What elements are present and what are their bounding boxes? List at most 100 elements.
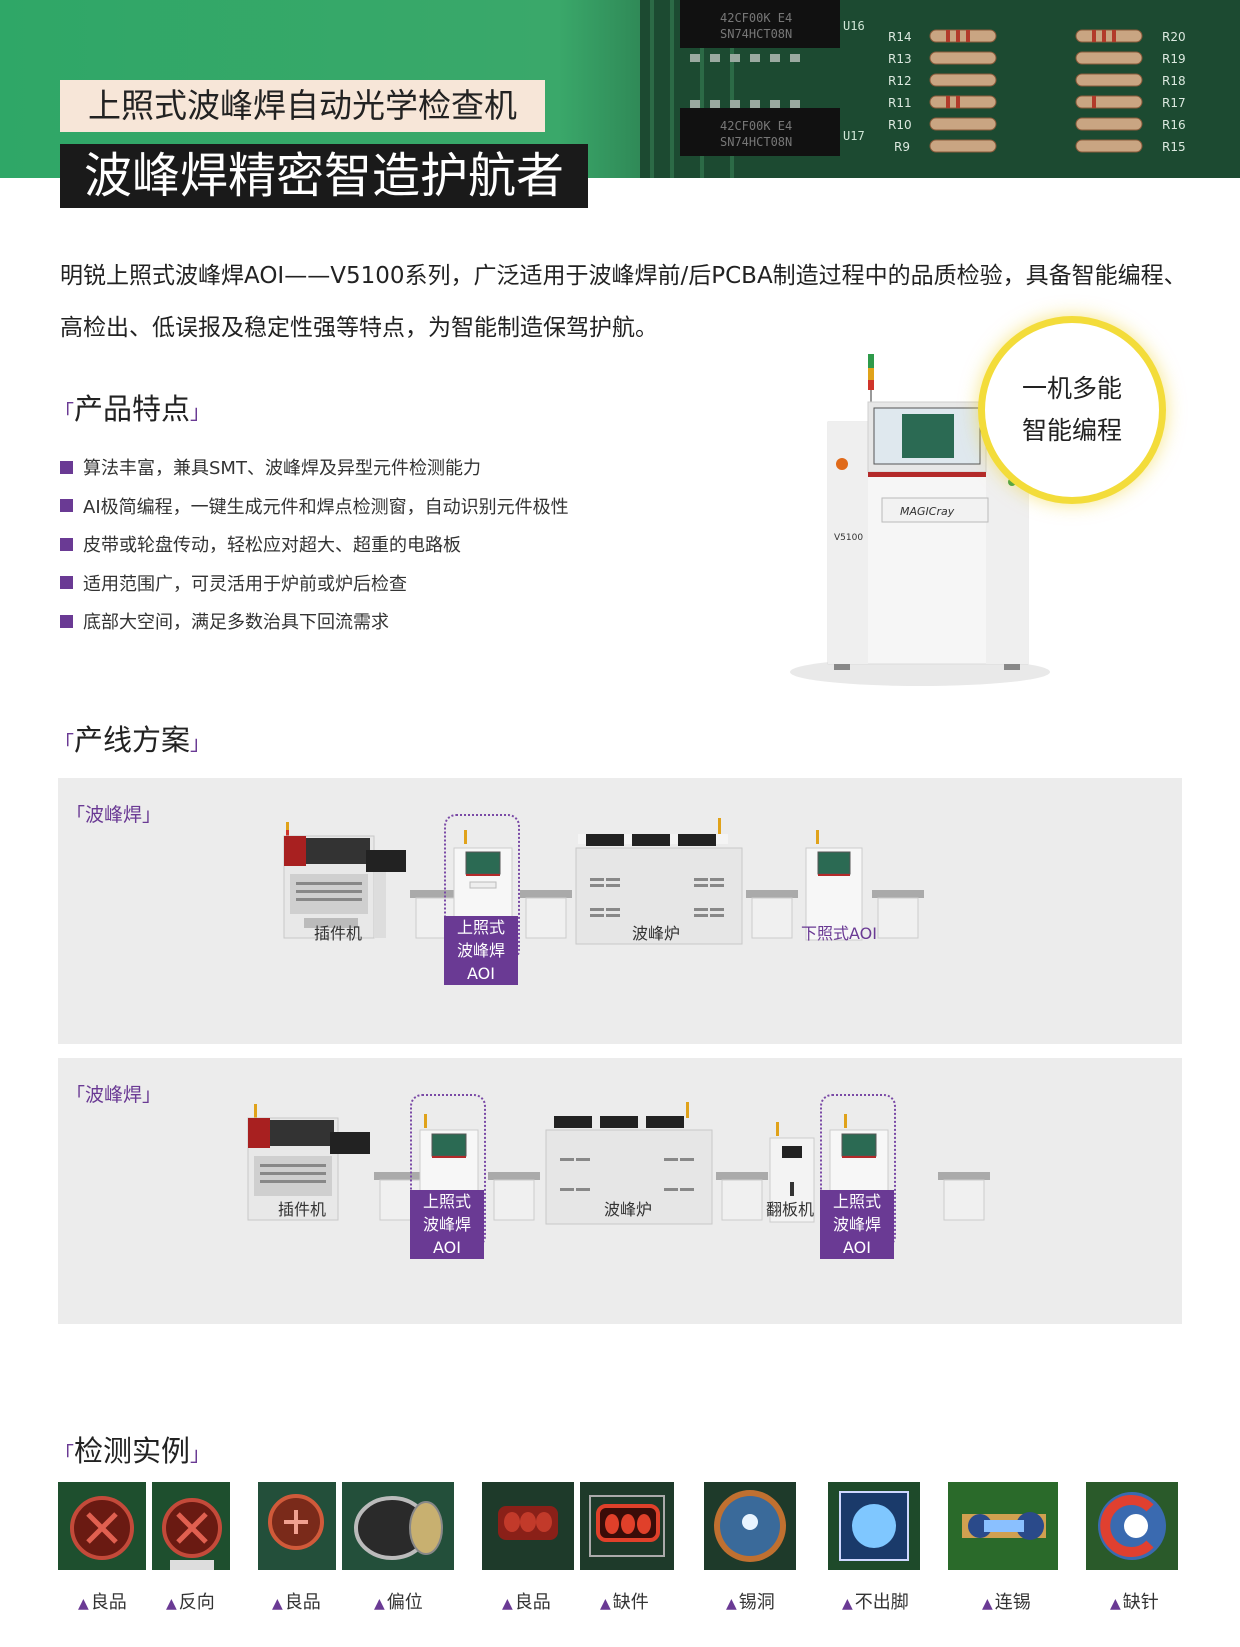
label-flipper-machine: 翻板机 xyxy=(765,1200,814,1219)
example-image-good-1 xyxy=(58,1482,146,1570)
example-label-text: 锡洞 xyxy=(738,1592,775,1613)
pcb-label-r17: R17 xyxy=(1162,96,1186,110)
bottom-aoi-machine-image xyxy=(805,830,863,941)
product-kicker: 上照式波峰焊自动光学检查机 xyxy=(60,80,545,132)
feature-item: 算法丰富，兼具SMT、波峰焊及异型元件检测能力 xyxy=(60,448,569,487)
features-title-text: 产品特点 xyxy=(74,392,191,426)
examples-section-title: 「检测实例」 xyxy=(54,1428,210,1470)
aoi-tag: 上照式 波峰焊AOI xyxy=(820,1190,894,1259)
label-bottom-aoi: 下照式AOI xyxy=(801,924,877,943)
example-image-good-3 xyxy=(482,1482,574,1570)
aoi-tag-line-2: 波峰焊AOI xyxy=(832,1215,881,1257)
chip-text-2: SN74HCT08N xyxy=(720,27,792,41)
machine-model-label: V5100 xyxy=(834,533,863,543)
panel-2-title: 「波峰焊」 xyxy=(66,1084,162,1106)
line-panel-1: 「波峰焊」 xyxy=(58,778,1182,1044)
example-label-10: ▲缺针 xyxy=(1110,1588,1159,1614)
feature-badge: 一机多能 智能编程 xyxy=(978,316,1166,504)
bullet-square-icon xyxy=(60,614,73,628)
bullet-square-icon xyxy=(60,499,73,513)
line-panel-2: 「波峰焊」 xyxy=(58,1058,1182,1324)
resistor-rows xyxy=(929,29,1143,153)
aoi-tag-line-1: 上照式 xyxy=(422,1192,471,1211)
example-label-1: ▲良品 xyxy=(78,1588,127,1614)
line-1-diagram xyxy=(283,818,924,945)
line-2-diagram xyxy=(247,1102,990,1225)
triangle-up-icon: ▲ xyxy=(78,1596,89,1612)
label-insertion-machine: 插件机 xyxy=(313,924,362,943)
pcb-label-r14: R14 xyxy=(888,30,912,44)
bullet-square-icon xyxy=(60,460,73,474)
bracket-open: 「 xyxy=(54,1442,74,1466)
triangle-up-icon: ▲ xyxy=(374,1596,385,1612)
pcb-label-r19: R19 xyxy=(1162,52,1186,66)
example-image-offset xyxy=(342,1482,454,1570)
triangle-up-icon: ▲ xyxy=(600,1596,611,1612)
pcb-label-r16: R16 xyxy=(1162,118,1186,132)
example-image-reversed xyxy=(152,1482,230,1570)
machine-brand-logo: MAGICray xyxy=(900,505,955,518)
pcb-label-r15: R15 xyxy=(1162,140,1186,154)
insertion-machine-image xyxy=(283,822,406,939)
triangle-up-icon: ▲ xyxy=(842,1596,853,1612)
flipper-machine-image xyxy=(769,1122,815,1223)
triangle-up-icon: ▲ xyxy=(166,1596,177,1612)
feature-text: 算法丰富，兼具SMT、波峰焊及异型元件检测能力 xyxy=(83,458,481,480)
feature-text: 皮带或轮盘传动，轻松应对超大、超重的电路板 xyxy=(83,535,461,557)
lines-title-text: 产线方案 xyxy=(74,723,191,757)
feature-list: 算法丰富，兼具SMT、波峰焊及异型元件检测能力 AI极简编程，一键生成元件和焊点… xyxy=(60,448,569,641)
feature-item: 适用范围广，可灵活用于炉前或炉后检查 xyxy=(60,564,569,603)
example-image-good-2 xyxy=(258,1482,336,1570)
triangle-up-icon: ▲ xyxy=(726,1596,737,1612)
feature-text: 底部大空间，满足多数治具下回流需求 xyxy=(83,612,389,634)
pcb-label-r10: R10 xyxy=(888,118,912,132)
pcb-label-r20: R20 xyxy=(1162,30,1186,44)
pcb-label-r9: R9 xyxy=(894,140,910,154)
example-label-text: 缺针 xyxy=(1122,1592,1159,1613)
label-wave-oven: 波峰炉 xyxy=(603,1200,652,1219)
example-label-5: ▲良品 xyxy=(502,1588,551,1614)
example-label-text: 良品 xyxy=(284,1592,321,1613)
feature-item: AI极简编程，一键生成元件和焊点检测窗，自动识别元件极性 xyxy=(60,487,569,526)
bullet-square-icon xyxy=(60,537,73,551)
label-insertion-machine: 插件机 xyxy=(277,1200,326,1219)
pcb-label-r11: R11 xyxy=(888,96,912,110)
example-image-solder-bridge xyxy=(948,1482,1058,1570)
example-label-8: ▲不出脚 xyxy=(842,1588,909,1614)
example-image-no-lead xyxy=(828,1482,920,1570)
example-label-text: 偏位 xyxy=(386,1592,423,1613)
bracket-close: 」 xyxy=(190,1442,211,1466)
triangle-up-icon: ▲ xyxy=(272,1596,283,1612)
aoi-tag: 上照式 波峰焊AOI xyxy=(410,1190,484,1259)
example-label-4: ▲偏位 xyxy=(374,1588,423,1614)
pcb-label-r18: R18 xyxy=(1162,74,1186,88)
lines-section-title: 「产线方案」 xyxy=(54,717,210,759)
triangle-up-icon: ▲ xyxy=(502,1596,513,1612)
features-section-title: 「产品特点」 xyxy=(54,386,210,428)
aoi-tag-line-2: 波峰焊AOI xyxy=(456,941,505,983)
example-label-text: 不出脚 xyxy=(854,1592,909,1613)
feature-text: 适用范围广，可灵活用于炉前或炉后检查 xyxy=(83,573,407,595)
example-image-solder-void xyxy=(704,1482,796,1570)
aoi-tag-line-1: 上照式 xyxy=(456,918,505,937)
insertion-machine-image xyxy=(247,1104,370,1221)
bullet-square-icon xyxy=(60,576,73,590)
example-image-missing-pin xyxy=(1086,1482,1178,1570)
example-label-2: ▲反向 xyxy=(166,1588,215,1614)
example-label-3: ▲良品 xyxy=(272,1588,321,1614)
pcb-label-r12: R12 xyxy=(888,74,912,88)
label-wave-oven: 波峰炉 xyxy=(631,924,680,943)
triangle-up-icon: ▲ xyxy=(982,1596,993,1612)
example-label-text: 缺件 xyxy=(612,1592,649,1613)
example-label-text: 反向 xyxy=(178,1592,215,1613)
chip-text-4: SN74HCT08N xyxy=(720,135,792,149)
chip-id-2: U17 xyxy=(843,129,865,143)
example-label-text: 连锡 xyxy=(994,1592,1031,1613)
badge-line-2: 智能编程 xyxy=(1021,416,1122,445)
example-label-text: 良品 xyxy=(90,1592,127,1613)
panel-1-title: 「波峰焊」 xyxy=(66,804,162,826)
examples-title-text: 检测实例 xyxy=(74,1434,191,1468)
example-label-text: 良品 xyxy=(514,1592,551,1613)
bracket-open: 「 xyxy=(54,731,74,755)
wave-oven-image xyxy=(575,818,743,945)
